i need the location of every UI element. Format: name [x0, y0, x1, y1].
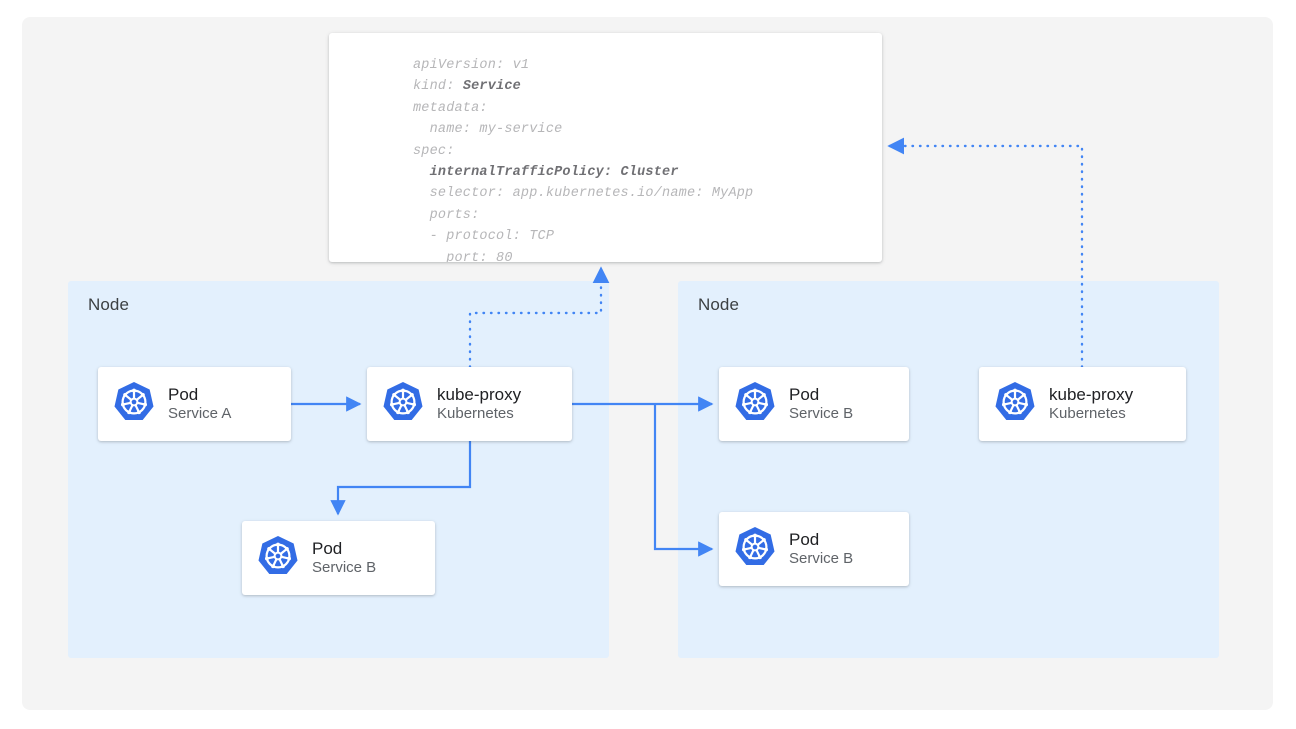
card-pod-service-b-right-lower[interactable]: Pod Service B — [719, 512, 909, 586]
kubernetes-logo-icon — [995, 381, 1035, 427]
card-title: Pod — [789, 385, 820, 405]
card-kube-proxy-left[interactable]: kube-proxy Kubernetes — [367, 367, 572, 441]
card-title: Pod — [168, 385, 199, 405]
kubernetes-logo-icon — [735, 381, 775, 427]
card-pod-service-a[interactable]: Pod Service A — [98, 367, 291, 441]
card-subtitle: Kubernetes — [1049, 405, 1126, 423]
card-title: Pod — [789, 530, 820, 550]
card-subtitle: Service B — [789, 550, 854, 568]
card-subtitle: Kubernetes — [437, 405, 514, 423]
kubernetes-logo-icon — [383, 381, 423, 427]
node-panel-left: Node — [68, 281, 609, 658]
kubernetes-logo-icon — [258, 535, 298, 581]
card-subtitle: Service B — [312, 559, 377, 577]
card-kube-proxy-right[interactable]: kube-proxy Kubernetes — [979, 367, 1186, 441]
card-subtitle: Service B — [789, 405, 854, 423]
card-title: Pod — [312, 539, 343, 559]
card-title: kube-proxy — [437, 385, 522, 405]
node-label-right: Node — [698, 295, 740, 314]
card-pod-service-b-right-upper[interactable]: Pod Service B — [719, 367, 909, 441]
kubernetes-logo-icon — [735, 526, 775, 572]
kubernetes-logo-icon — [114, 381, 154, 427]
service-manifest-code: apiVersion: v1 kind: Service metadata: n… — [413, 58, 754, 262]
node-panel-right: Node — [678, 281, 1219, 658]
service-manifest-card: apiVersion: v1 kind: Service metadata: n… — [329, 33, 882, 262]
card-subtitle: Service A — [168, 405, 232, 423]
card-pod-service-b-left[interactable]: Pod Service B — [242, 521, 435, 595]
node-label-left: Node — [88, 295, 130, 314]
card-title: kube-proxy — [1049, 385, 1134, 405]
